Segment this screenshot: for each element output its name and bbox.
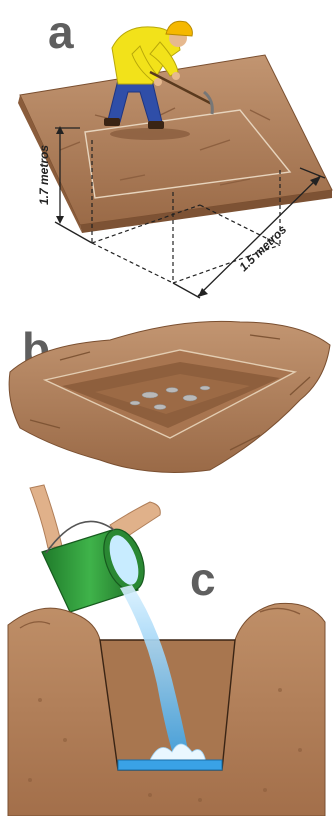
dug-pit-terrain bbox=[9, 321, 330, 472]
panel-a: a 1.7 metros bbox=[18, 6, 332, 298]
panel-b: b bbox=[9, 321, 330, 472]
width-label: 1.5 metros bbox=[236, 222, 289, 274]
height-label: 1.7 metros bbox=[37, 145, 51, 205]
panel-a-letter: a bbox=[48, 6, 74, 58]
ground-slab bbox=[18, 55, 332, 233]
panel-c-letter: c bbox=[190, 553, 216, 605]
panel-c: c bbox=[8, 485, 325, 816]
